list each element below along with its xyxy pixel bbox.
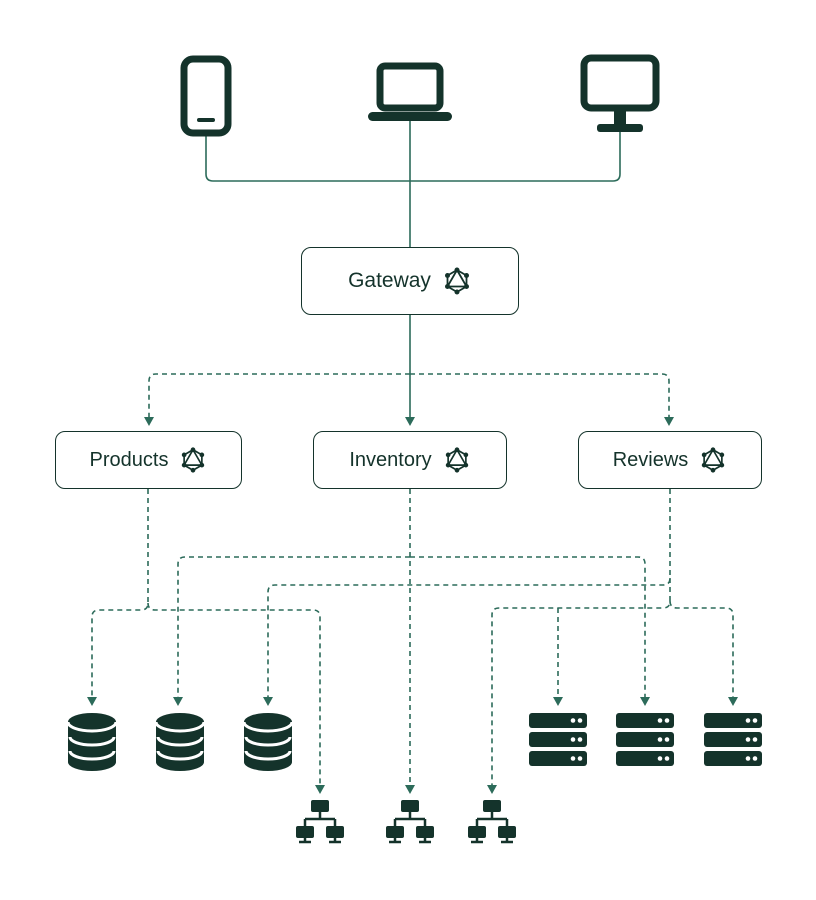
gateway-label: Gateway — [348, 269, 431, 292]
graphql-icon — [702, 447, 725, 473]
graphql-icon — [444, 267, 469, 295]
network-icon — [296, 800, 344, 844]
client-gateway-links — [205, 121, 621, 247]
service-node-inventory: Inventory — [313, 431, 507, 489]
database-icon — [66, 713, 118, 771]
gateway-node: Gateway — [301, 247, 519, 315]
service-node-products: Products — [55, 431, 242, 489]
database-icon — [242, 713, 294, 771]
server-icon — [529, 713, 587, 766]
server-icon — [616, 713, 674, 766]
graphql-icon — [445, 447, 468, 473]
database-icon — [154, 713, 206, 771]
service-label: Reviews — [612, 448, 689, 471]
graphql-icon — [182, 447, 205, 473]
laptop-icon — [368, 62, 452, 121]
tablet-icon — [180, 55, 232, 137]
service-resource-links — [87, 489, 738, 794]
service-label: Inventory — [349, 448, 432, 471]
network-icon — [468, 800, 516, 844]
service-label: Products — [89, 448, 169, 471]
service-node-reviews: Reviews — [578, 431, 762, 489]
server-icon — [704, 713, 762, 766]
network-icon — [386, 800, 434, 844]
gateway-service-links — [144, 315, 674, 426]
desktop-icon — [580, 54, 660, 132]
